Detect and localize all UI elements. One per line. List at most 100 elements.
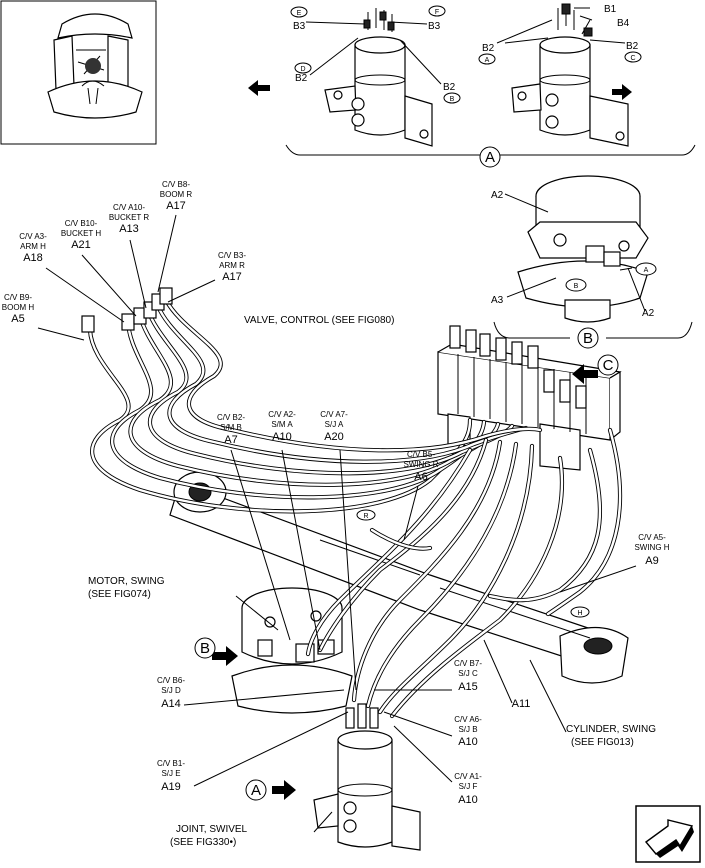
svg-text:A17: A17 <box>166 200 186 212</box>
svg-text:A20: A20 <box>324 431 344 443</box>
hose-label-a5: C/V B9- BOOM H A5 <box>2 293 35 325</box>
svg-text:A15: A15 <box>458 681 478 693</box>
svg-text:A19: A19 <box>161 781 181 793</box>
circle-h: H <box>577 610 582 617</box>
hose-label-a14: C/V B6- S/J D A14 <box>157 676 185 710</box>
label-a3: A3 <box>491 295 504 306</box>
hose-label-a10-mid: C/V A6- S/J B A10 <box>454 715 482 748</box>
hose-label-a20: C/V A7- S/J A A20 <box>320 410 348 443</box>
detail-b-swing-motor <box>517 175 649 323</box>
leader-lines-hoses <box>37 214 637 833</box>
hose-label-a6: C/V B5- SWING R A6 <box>403 450 438 483</box>
callout-joint-swivel-2: (SEE FIG330•) <box>170 837 236 848</box>
svg-text:BOOM H: BOOM H <box>2 303 35 312</box>
hose-label-a17-mid: C/V B3- ARM R A17 <box>218 251 246 283</box>
svg-text:BOOM R: BOOM R <box>160 190 193 199</box>
hose-label-a19: C/V B1- S/J E A19 <box>157 759 185 793</box>
callouts: VALVE, CONTROL (SEE FIG080) MOTOR, SWING… <box>88 315 656 848</box>
view-marker-c: C <box>597 354 619 376</box>
hose-labels: C/V B9- BOOM H A5 C/V A3- ARM H A18 C/V … <box>2 180 670 806</box>
svg-text:SWING H: SWING H <box>634 543 669 552</box>
svg-text:A7: A7 <box>224 434 237 446</box>
small-circle-markers: E F D B A C A B R H <box>290 5 657 618</box>
view-marker-a-swivel-label: A <box>251 782 261 799</box>
svg-text:C/V A7-: C/V A7- <box>320 410 348 419</box>
svg-text:ARM R: ARM R <box>219 261 245 270</box>
hose-label-a13: C/V A10- BUCKET R A13 <box>109 203 150 235</box>
svg-text:A9: A9 <box>645 555 658 567</box>
svg-text:S/J B: S/J B <box>458 725 477 734</box>
circle-d: D <box>300 66 305 73</box>
svg-text:C/V B10-: C/V B10- <box>65 219 98 228</box>
svg-text:C/V A3-: C/V A3- <box>19 232 47 241</box>
arrow-left-icon <box>248 80 270 96</box>
detail-a-right-swivel <box>511 3 629 147</box>
svg-text:A17: A17 <box>222 271 242 283</box>
hose-label-a7: C/V B2- S/M B A7 <box>217 413 245 446</box>
svg-text:SWING R: SWING R <box>403 460 438 469</box>
arrow-right-icon <box>612 84 632 100</box>
detail-labels: B3 B3 B2 B2 B2 B2 B1 B4 A2 A2 A3 <box>293 4 655 319</box>
svg-text:C/V B2-: C/V B2- <box>217 413 245 422</box>
svg-text:C/V B3-: C/V B3- <box>218 251 246 260</box>
svg-text:C/V A2-: C/V A2- <box>268 410 296 419</box>
label-b2-mid: B2 <box>443 82 456 93</box>
hose-label-a18: C/V A3- ARM H A18 <box>19 232 47 264</box>
label-b2-right1: B2 <box>482 43 495 54</box>
circle-r: R <box>363 513 368 520</box>
callout-motor-swing-2: (SEE FIG074) <box>88 589 151 600</box>
circle-b-small: B <box>450 96 455 103</box>
hose-label-a10-bot: C/V A1- S/J F A10 <box>454 772 482 806</box>
svg-text:C/V B7-: C/V B7- <box>454 659 482 668</box>
label-b1: B1 <box>604 4 617 15</box>
circle-f: F <box>435 9 439 16</box>
hose-label-a11: A11 <box>512 698 531 710</box>
svg-text:C/V B8-: C/V B8- <box>162 180 190 189</box>
label-b2-right2: B2 <box>626 41 639 52</box>
svg-text:BUCKET H: BUCKET H <box>61 229 102 238</box>
swivel-joint <box>313 703 421 851</box>
label-a2-right: A2 <box>642 308 655 319</box>
view-marker-b-motor-label: B <box>200 640 210 657</box>
next-page-arrow-icon[interactable] <box>635 805 701 863</box>
svg-text:A14: A14 <box>161 698 181 710</box>
svg-text:C/V A6-: C/V A6- <box>454 715 482 724</box>
detail-a-left-swivel <box>324 8 433 147</box>
label-b2-left: B2 <box>295 73 308 84</box>
label-b3-right: B3 <box>428 21 441 32</box>
callout-valve-control: VALVE, CONTROL (SEE FIG080) <box>244 315 394 326</box>
svg-text:A6: A6 <box>414 471 427 483</box>
arrow-right-b-icon <box>212 646 238 666</box>
control-valve <box>437 325 622 471</box>
svg-text:S/M B: S/M B <box>220 423 242 432</box>
arrow-right-a-icon <box>272 780 296 800</box>
svg-text:S/J A: S/J A <box>325 420 344 429</box>
swing-motor <box>231 587 353 714</box>
svg-text:C/V B1-: C/V B1- <box>157 759 185 768</box>
view-marker-a-top: A <box>479 146 501 168</box>
svg-text:A10: A10 <box>272 431 292 443</box>
svg-text:ARM H: ARM H <box>20 242 46 251</box>
detail-b-bracket <box>493 321 693 339</box>
leader-lines-detail-b <box>504 193 646 312</box>
hose-label-a9: C/V A5- SWING H A9 <box>634 533 669 567</box>
view-marker-c-label: C <box>603 357 614 374</box>
svg-text:A13: A13 <box>119 223 139 235</box>
view-marker-b-motor: B <box>194 637 216 659</box>
svg-text:S/J D: S/J D <box>161 686 181 695</box>
label-b3-left: B3 <box>293 21 306 32</box>
view-marker-a-swivel: A <box>245 779 267 801</box>
svg-text:S/J F: S/J F <box>459 782 478 791</box>
leader-lines-detail-a <box>305 7 626 85</box>
svg-text:A11: A11 <box>512 698 531 710</box>
svg-text:S/J E: S/J E <box>161 769 180 778</box>
callout-joint-swivel-1: JOINT, SWIVEL <box>176 824 248 835</box>
hose-end-fittings <box>81 287 173 333</box>
svg-text:C/V B9-: C/V B9- <box>4 293 32 302</box>
svg-text:A10: A10 <box>458 736 478 748</box>
svg-text:C/V A1-: C/V A1- <box>454 772 482 781</box>
hose-label-a21: C/V B10- BUCKET H A21 <box>61 219 102 251</box>
svg-text:C/V B5-: C/V B5- <box>407 450 435 459</box>
svg-text:BUCKET R: BUCKET R <box>109 213 150 222</box>
